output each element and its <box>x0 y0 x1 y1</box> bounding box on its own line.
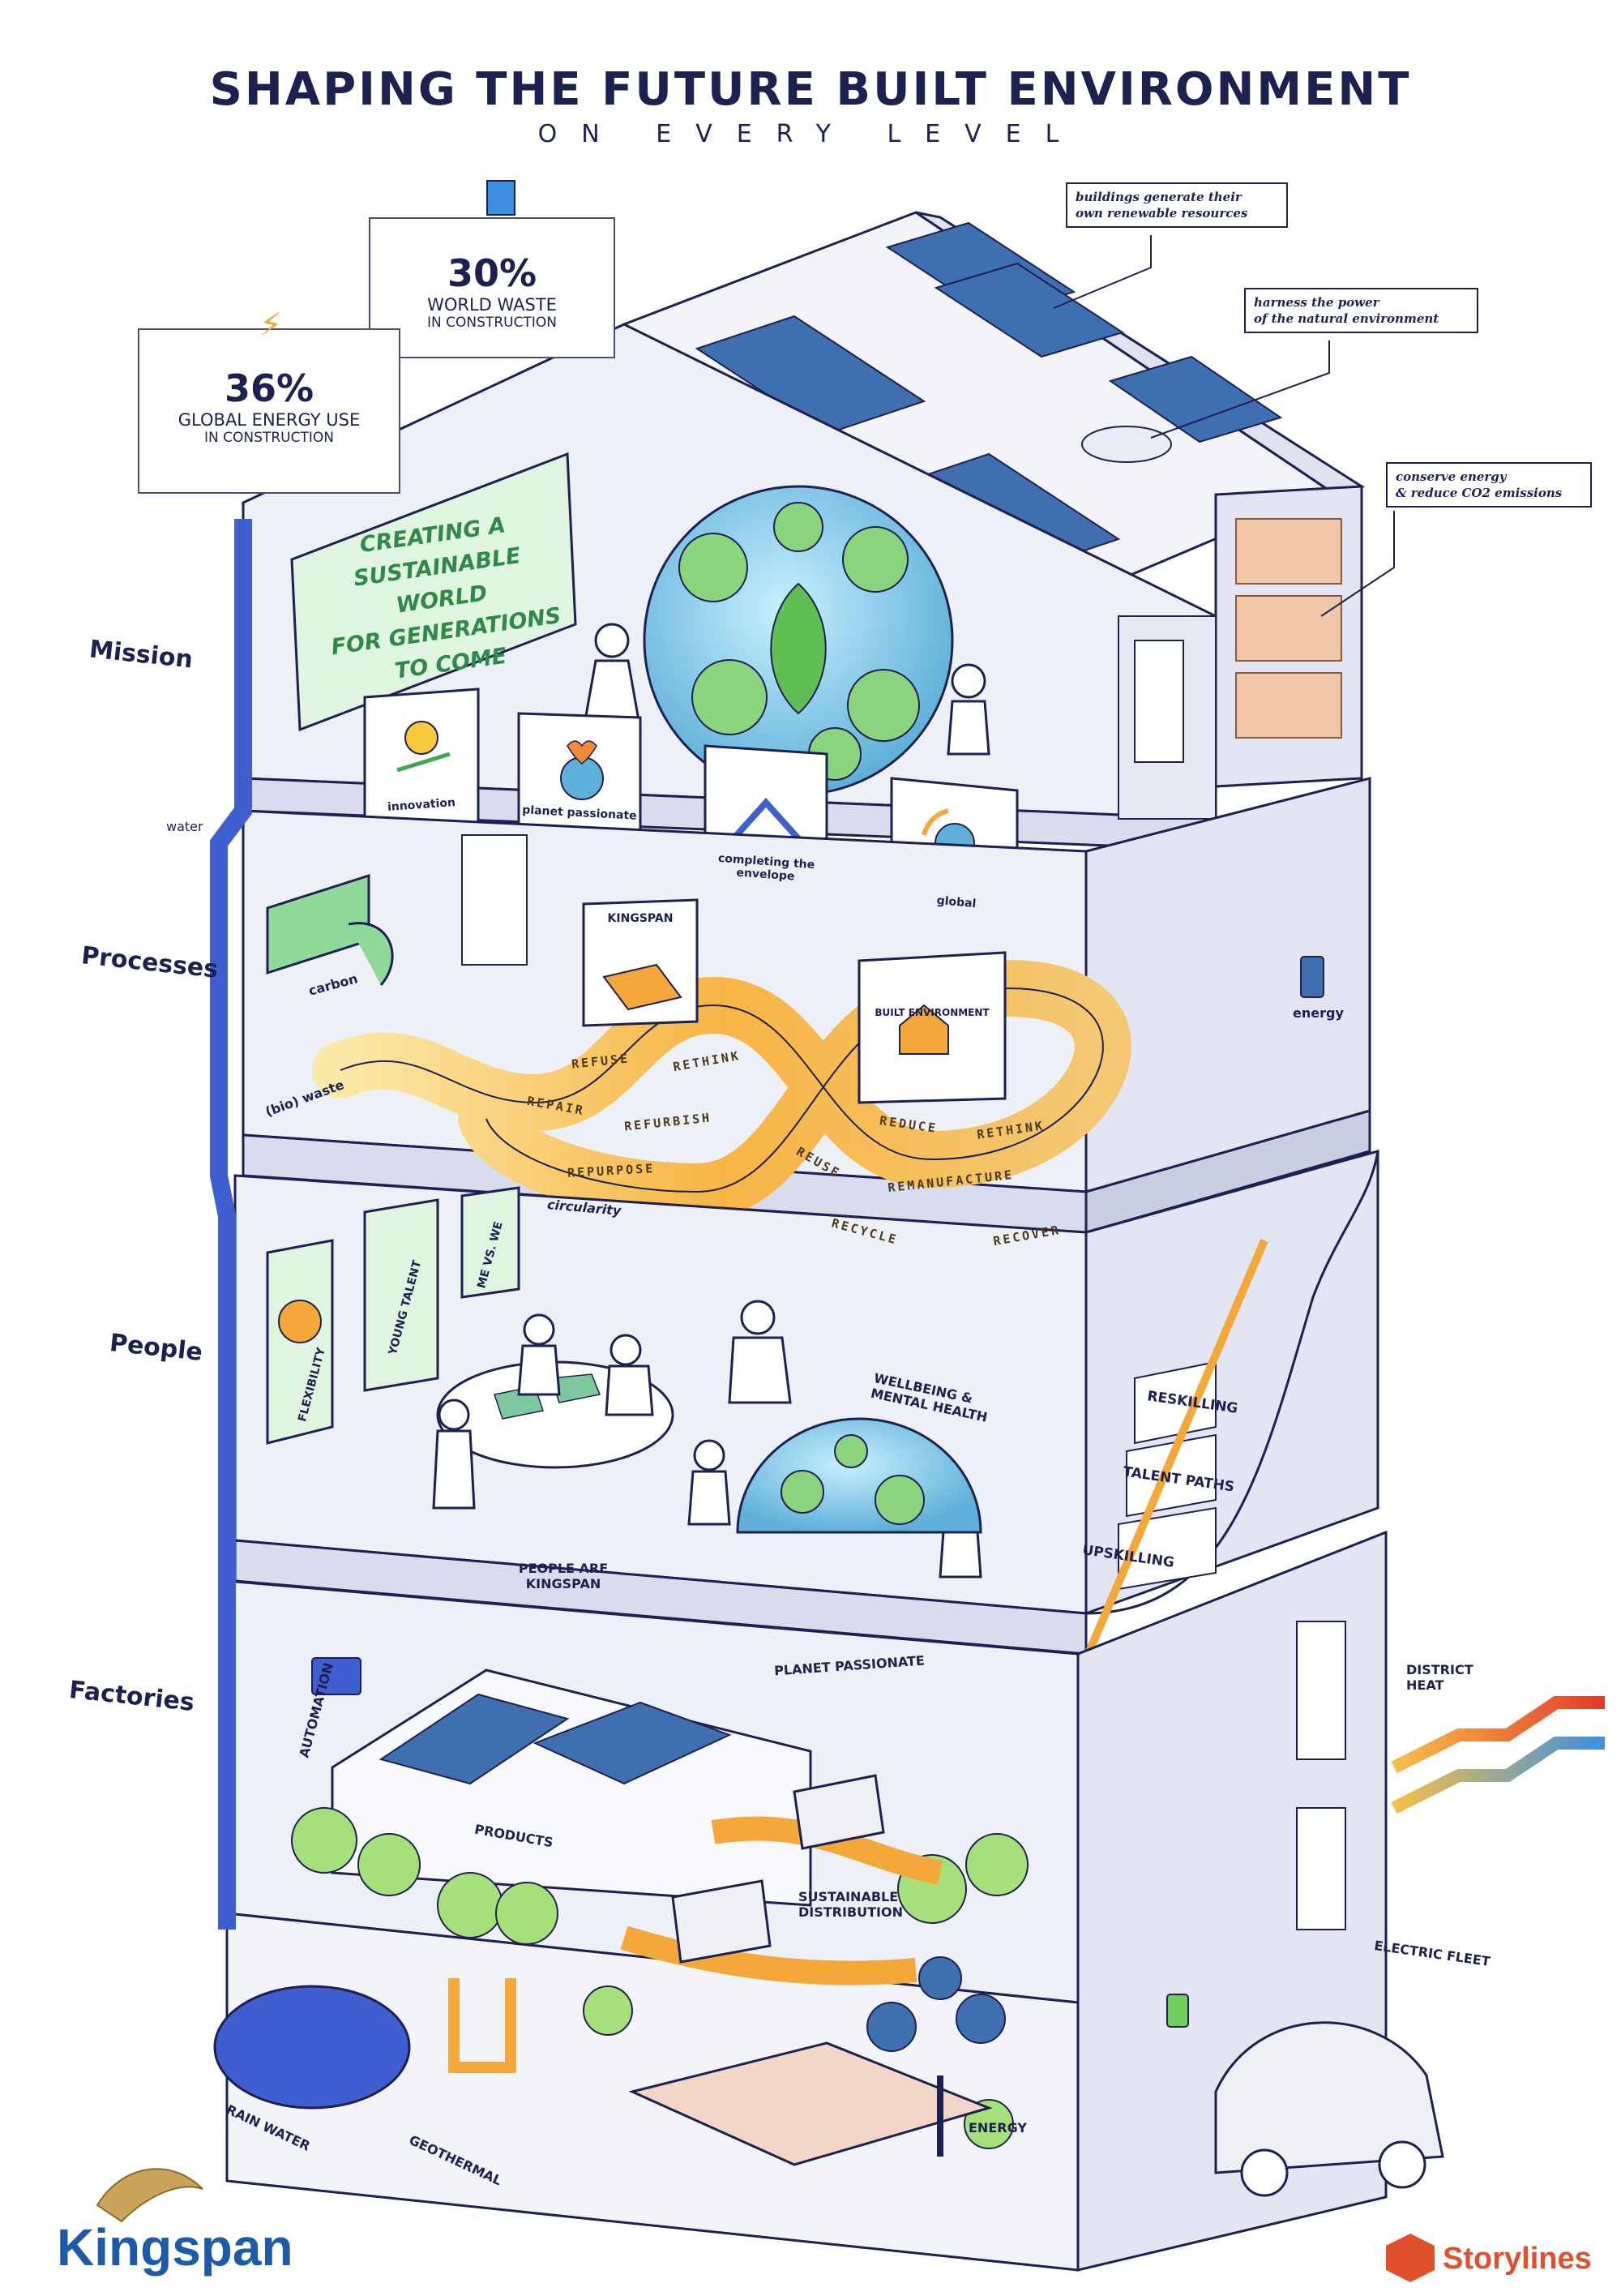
stat-energy: 36% GLOBAL ENERGY USE IN CONSTRUCTION <box>138 328 400 494</box>
energy-switch-icon <box>1300 956 1324 998</box>
storylines-logo <box>1386 2234 1435 2282</box>
insulation-wall <box>1235 518 1342 739</box>
kingspan-card-label: KINGSPAN <box>607 912 674 925</box>
figure <box>432 1300 982 1578</box>
recycle-icon <box>278 1300 322 1343</box>
electric-car-icon <box>1166 1994 1444 2197</box>
socket-icon <box>311 1657 361 1695</box>
distribution-arrow <box>620 1925 917 1985</box>
stat-waste: 30% WORLD WASTE IN CONSTRUCTION <box>369 217 615 358</box>
growth-arrow <box>1074 1239 1268 1680</box>
lightbulb-icon <box>396 721 451 773</box>
lightning-icon: ⚡ <box>259 306 283 344</box>
callout-nature-line2: of the natural environment <box>1254 311 1439 326</box>
trees <box>291 1807 1029 2149</box>
me-vs-we-poster <box>460 1186 520 1299</box>
stat-energy-percent: 36% <box>224 366 314 410</box>
house-icon <box>899 1004 949 1055</box>
kingspan-logo-text: Kingspan <box>57 2218 293 2277</box>
people-are-line2: KINGSPAN <box>525 1576 601 1591</box>
callout-renewable: buildings generate their own renewable r… <box>1066 182 1288 228</box>
sustainable-line1: SUSTAINABLE <box>798 1889 899 1904</box>
factories-floor <box>213 1530 1605 2272</box>
young-talent-poster <box>363 1198 439 1392</box>
district-heat-label: DISTRICT HEAT <box>1406 1662 1473 1693</box>
energy-factory-label: ENERGY <box>969 2120 1027 2135</box>
insulation-panel <box>628 2041 993 2166</box>
district-heat-pipe-cold <box>1391 1737 1605 1814</box>
callout-nature-line1: harness the power <box>1254 295 1379 310</box>
circularity-loop <box>312 960 1131 1221</box>
people-are-line1: PEOPLE ARE <box>518 1561 609 1576</box>
energy-label: energy <box>1293 1005 1344 1021</box>
district-line2: HEAT <box>1406 1677 1444 1693</box>
kingspan-lion-logo <box>96 2168 203 2223</box>
stat-waste-percent: 30% <box>447 251 537 295</box>
district-heat-pipe-hot <box>1391 1696 1605 1774</box>
sustainable-line2: DISTRIBUTION <box>798 1904 903 1920</box>
stat-waste-line2: IN CONSTRUCTION <box>427 315 557 331</box>
district-line1: DISTRICT <box>1406 1662 1473 1677</box>
truck-icon <box>671 1774 885 1964</box>
callout-renewable-line2: own renewable resources <box>1076 206 1248 221</box>
air-conditioner-icon <box>266 873 394 986</box>
callout-nature: harness the power of the natural environ… <box>1244 288 1478 333</box>
page-subtitle: ON EVERY LEVEL <box>537 120 1084 148</box>
storylines-logo-text: Storylines <box>1443 2242 1592 2276</box>
callout-conserve-line2: & reduce CO2 emissions <box>1396 486 1563 500</box>
earth-heart-icon <box>560 740 604 800</box>
sustainable-distribution-label: SUSTAINABLE DISTRIBUTION <box>798 1889 903 1920</box>
skylight <box>1081 426 1172 463</box>
stat-energy-line1: GLOBAL ENERGY USE <box>177 410 361 430</box>
factory-icon <box>602 963 682 1011</box>
built-card-label: BUILT ENVIRONMENT <box>875 1007 990 1018</box>
rain-water-tank <box>213 1985 411 2110</box>
water-label: water <box>166 819 203 834</box>
callout-conserve: conserve energy & reduce CO2 emissions <box>1386 462 1592 508</box>
processes-floor <box>242 777 1371 1234</box>
callout-conserve-line1: conserve energy <box>1396 469 1507 484</box>
callout-renewable-line1: buildings generate their <box>1076 190 1242 204</box>
leaf-icon <box>770 582 827 715</box>
people-are-kingspan-label: PEOPLE ARE KINGSPAN <box>515 1561 612 1591</box>
people-floor <box>233 1150 1379 1680</box>
downpipe <box>210 519 252 1930</box>
waste-bin-icon <box>486 180 515 216</box>
page-title: SHAPING THE FUTURE BUILT ENVIRONMENT <box>209 63 1412 116</box>
stat-energy-line2: IN CONSTRUCTION <box>204 430 334 446</box>
mission-board <box>290 452 577 732</box>
stat-waste-line1: WORLD WASTE <box>427 295 557 315</box>
solar-tree-icon <box>866 1956 1006 2157</box>
figure <box>582 623 990 756</box>
geothermal-pipe <box>448 1978 516 2073</box>
